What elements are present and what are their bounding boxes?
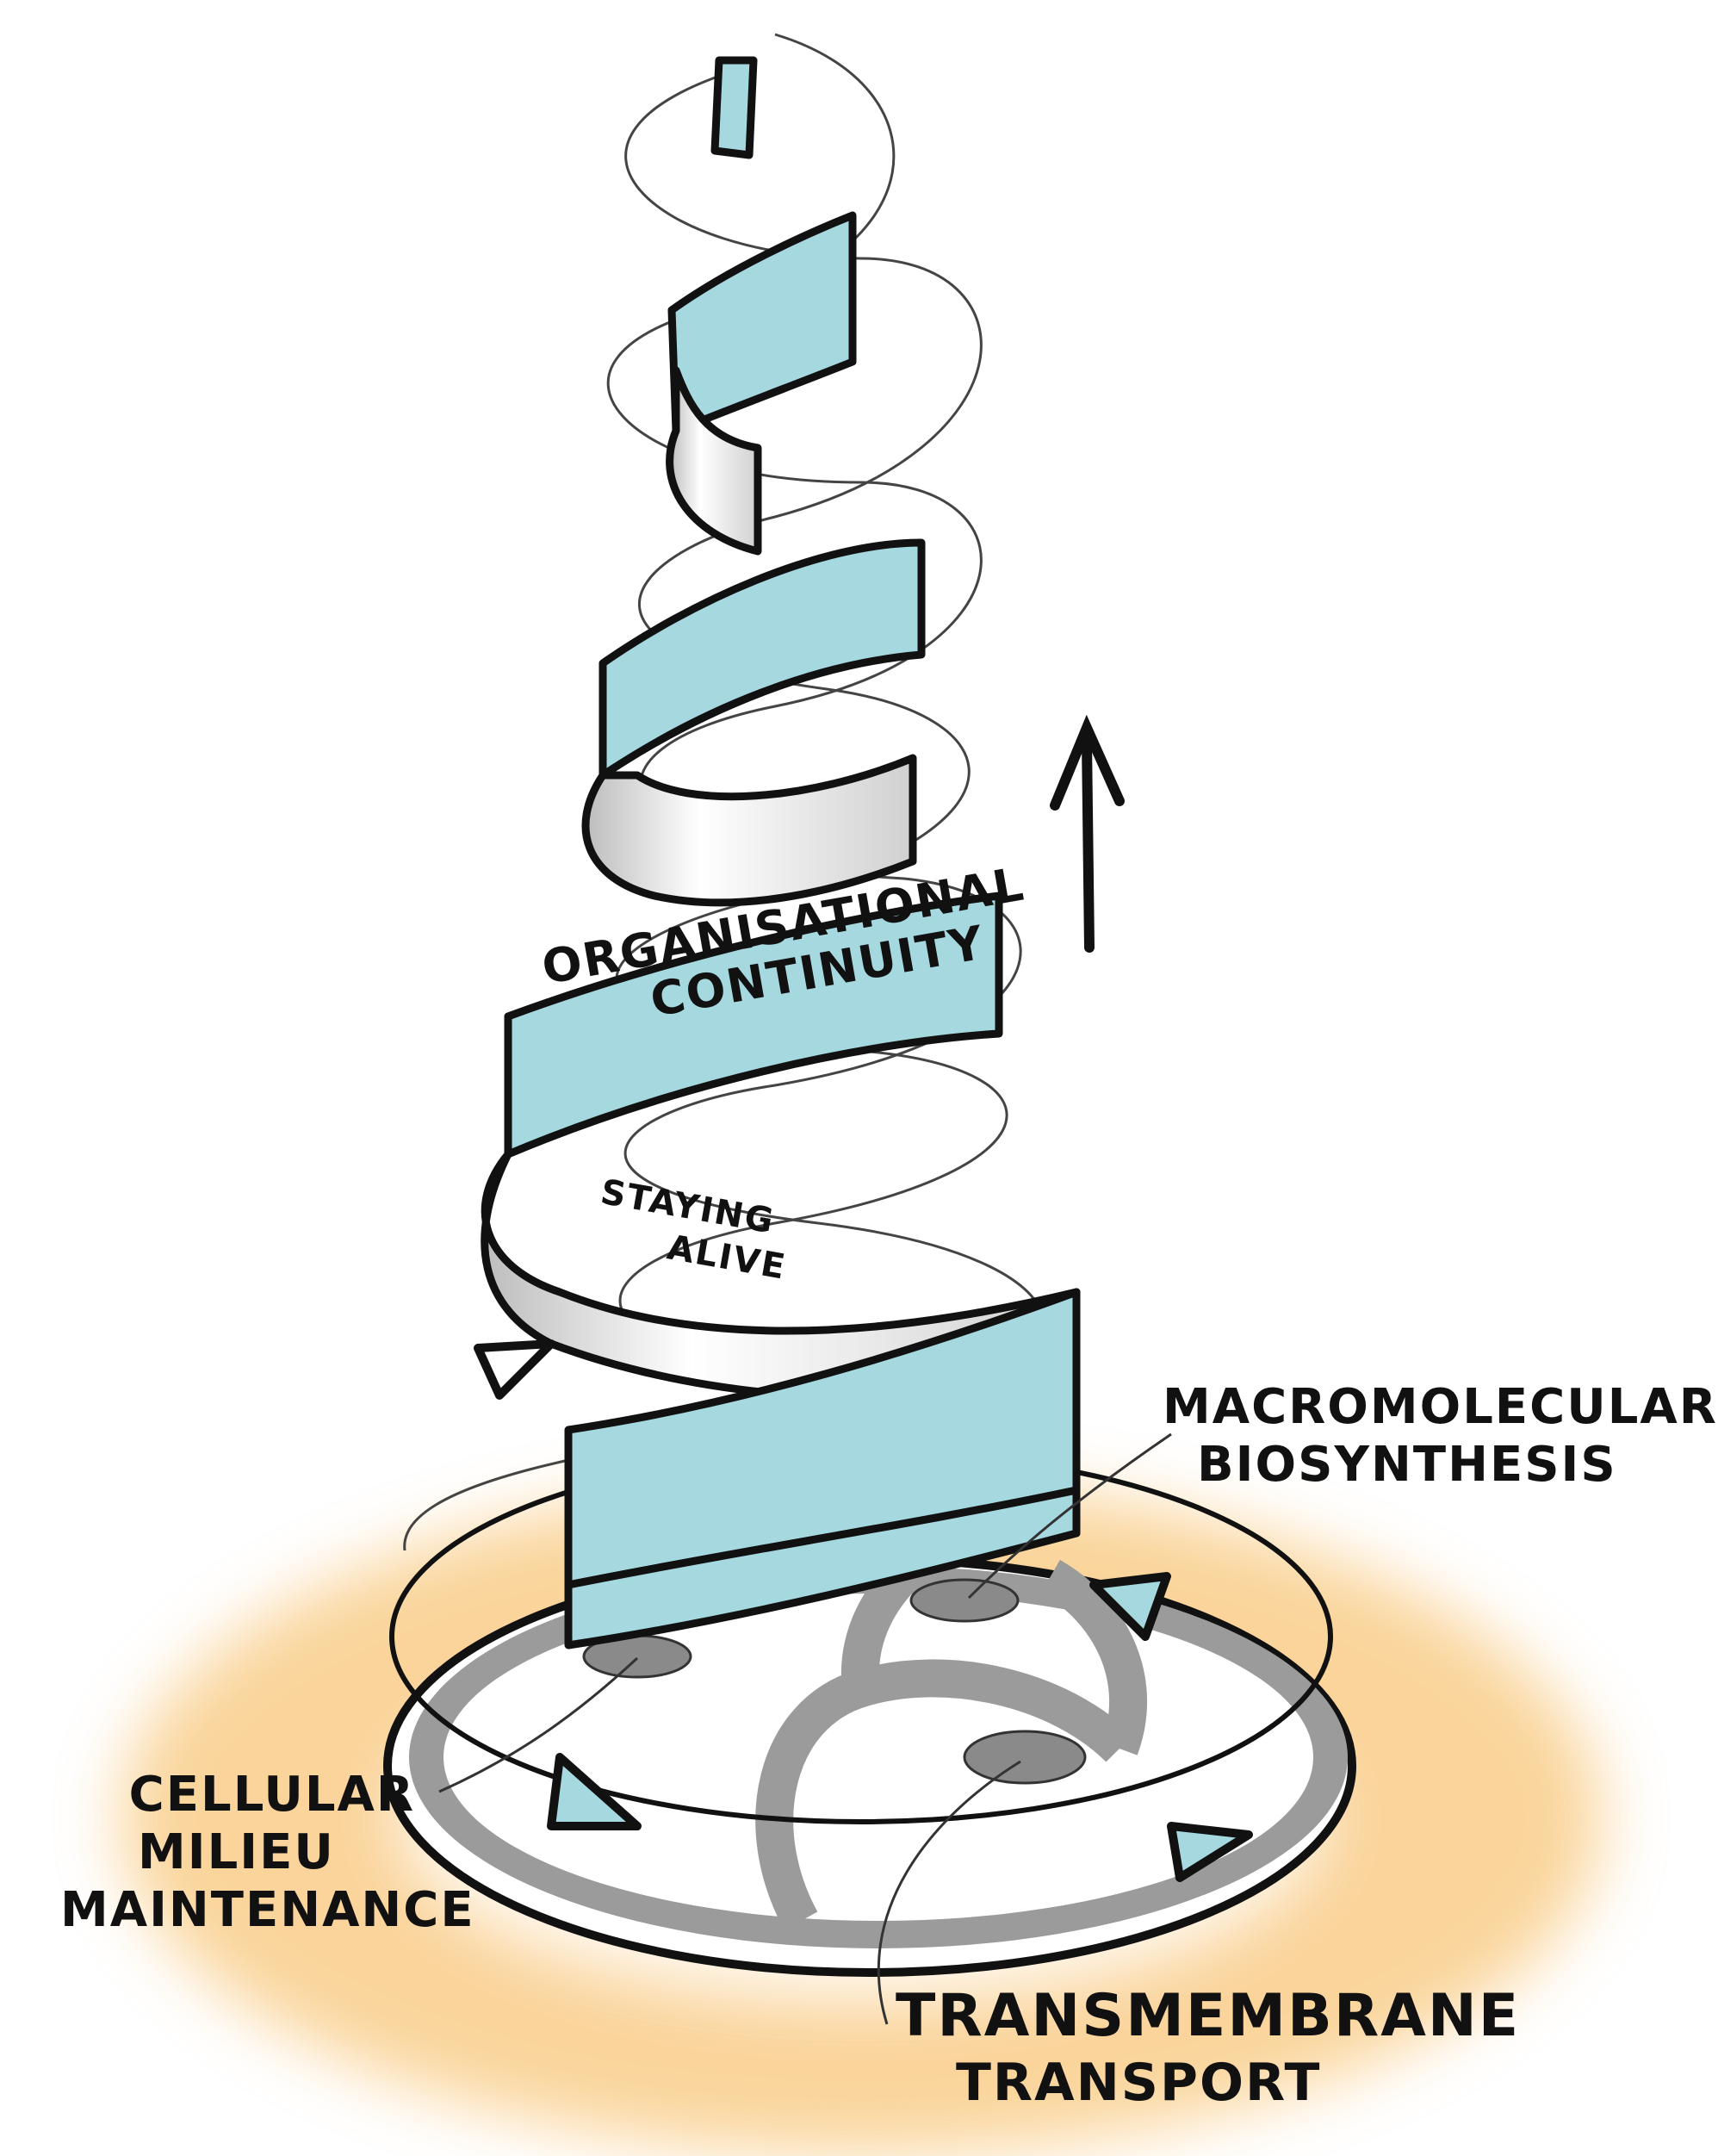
ribbon-segment-1 bbox=[710, 56, 758, 159]
organelle-top bbox=[909, 1578, 1020, 1623]
upward-arrow-icon bbox=[1050, 714, 1125, 953]
ribbon-segment-3 bbox=[599, 538, 926, 780]
label-macromolecular: MACROMOLECULAR bbox=[1163, 1379, 1718, 1435]
label-biosynthesis: BIOSYNTHESIS bbox=[1197, 1437, 1617, 1494]
label-transmembrane: TRANSMEMBRANE bbox=[896, 1982, 1521, 2050]
ribbon-segment-4 bbox=[504, 892, 1003, 1159]
cell-disc bbox=[383, 1524, 1356, 1977]
label-maintenance: MAINTENANCE bbox=[60, 1882, 475, 1939]
label-cellular: CELLULAR bbox=[128, 1767, 415, 1823]
ribbon bbox=[481, 56, 1081, 1650]
label-milieu: MILIEU bbox=[138, 1824, 335, 1881]
triangle-marker-icon bbox=[474, 1339, 1253, 1882]
ribbon-segment-2 bbox=[667, 211, 857, 435]
leader-lines bbox=[438, 1432, 1172, 2025]
organelle-right bbox=[963, 1730, 1087, 1785]
label-transport: TRANSPORT bbox=[956, 2052, 1322, 2113]
